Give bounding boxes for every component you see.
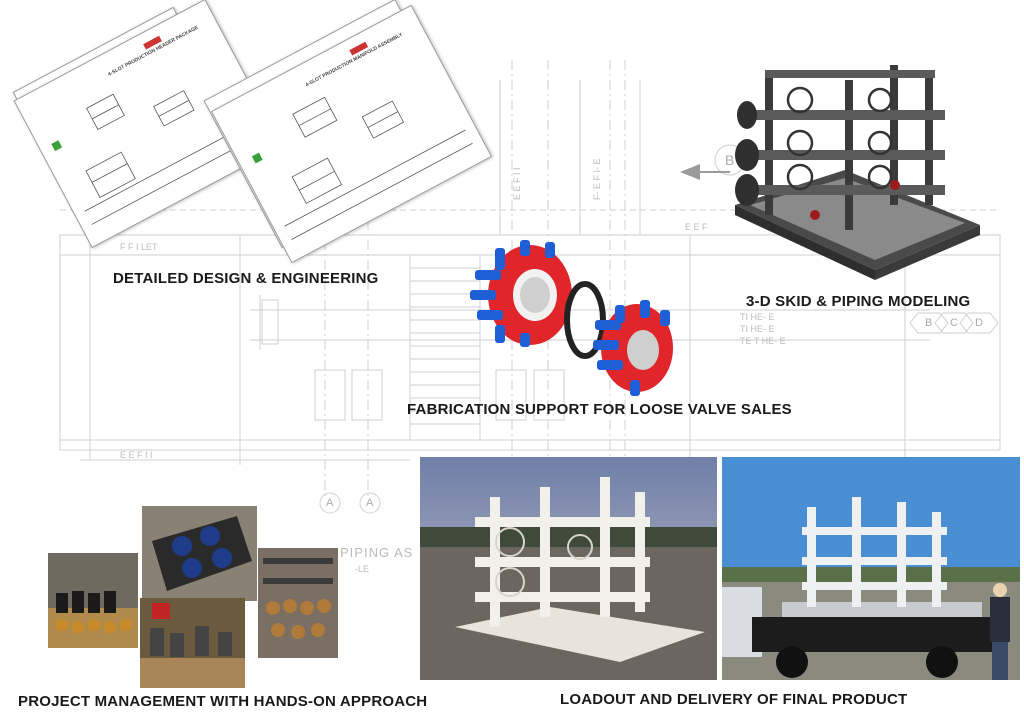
callout-d: D <box>975 317 983 329</box>
caption-design-engineering: DETAILED DESIGN & ENGINEERING <box>113 270 379 287</box>
photo-delivery-truck <box>722 457 1020 680</box>
skid-3d-model <box>725 55 990 280</box>
svg-text:E E F: E E F <box>685 222 708 232</box>
svg-text:TI HE- E: TI HE- E <box>740 312 775 322</box>
photo-pallet-parts <box>140 598 245 688</box>
photo-fittings-rack <box>258 548 338 658</box>
photo-flanges-blue-bolts <box>142 506 257 601</box>
svg-text:TI HE- E: TI HE- E <box>740 324 775 334</box>
caption-skid-modeling: 3-D SKID & PIPING MODELING <box>746 293 971 310</box>
caption-project-management: PROJECT MANAGEMENT WITH HANDS-ON APPROAC… <box>18 693 428 710</box>
svg-text:E E F I I: E E F I I <box>120 450 153 460</box>
flange-assembly <box>465 240 685 400</box>
callout-a-right: A <box>366 497 374 509</box>
caption-fabrication-support: FABRICATION SUPPORT FOR LOOSE VALVE SALE… <box>407 401 792 418</box>
piping-assembly-label: PIPING AS <box>340 545 414 560</box>
svg-text:E E F I I: E E F I I <box>512 167 522 200</box>
svg-text:TE T HE- E: TE T HE- E <box>740 336 786 346</box>
svg-text:F- E F I- E: F- E F I- E <box>592 159 602 201</box>
svg-text:F F I LET: F F I LET <box>120 242 158 252</box>
piping-assembly-sublabel: -LE <box>355 564 370 574</box>
callout-a-left: A <box>326 497 334 509</box>
callout-b-hex: B <box>925 317 933 329</box>
drawing-sheet-2: 4-SLOT PRODUCTION MANIFOLD ASSEMBLY <box>210 4 493 264</box>
callout-c: C <box>950 317 958 329</box>
caption-loadout-delivery: LOADOUT AND DELIVERY OF FINAL PRODUCT <box>560 691 908 708</box>
photo-loadout-night <box>420 457 717 680</box>
callout-b: B <box>725 152 735 168</box>
photo-workshop-left <box>48 553 138 648</box>
